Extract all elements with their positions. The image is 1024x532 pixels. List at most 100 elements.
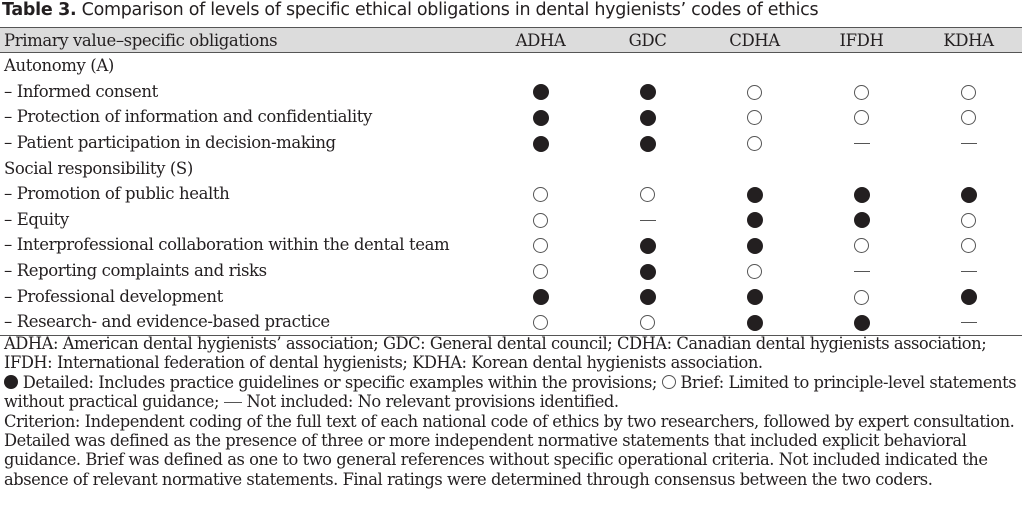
rating-cell bbox=[487, 258, 594, 284]
rating-cell bbox=[915, 283, 1022, 309]
detailed-dot-icon bbox=[853, 212, 870, 229]
table-row: – Reporting complaints and risks bbox=[0, 258, 1022, 284]
detailed-dot-icon bbox=[853, 186, 870, 203]
rating-cell bbox=[701, 258, 808, 284]
rating-cell bbox=[915, 130, 1022, 156]
obligation-label: – Equity bbox=[4, 209, 69, 229]
header-ifdh: IFDH bbox=[808, 27, 915, 53]
legend-detailed: Detailed: Includes practice guidelines o… bbox=[22, 372, 658, 392]
not-included-symbol-icon bbox=[223, 402, 242, 404]
footnotes: ADHA: American dental hygienists’ associ… bbox=[4, 334, 1020, 489]
detailed-symbol-icon bbox=[4, 374, 18, 389]
obligation-label: – Patient participation in decision-maki… bbox=[4, 133, 336, 153]
brief-symbol-icon bbox=[661, 374, 676, 389]
rating-cell bbox=[808, 207, 915, 233]
table-row: – Research- and evidence-based practice bbox=[0, 308, 1022, 336]
rating-cell bbox=[594, 308, 701, 336]
table-row: – Promotion of public health bbox=[0, 181, 1022, 207]
table-row: – Equity bbox=[0, 207, 1022, 233]
detailed-dot-icon bbox=[639, 237, 656, 254]
rating-cell bbox=[487, 308, 594, 336]
brief-circle-icon bbox=[747, 136, 762, 152]
table-row: – Professional development bbox=[0, 283, 1022, 309]
detailed-dot-icon bbox=[960, 289, 977, 306]
legend-note: Detailed: Includes practice guidelines o… bbox=[4, 373, 1020, 412]
detailed-dot-icon bbox=[746, 289, 763, 306]
detailed-dot-icon bbox=[639, 109, 656, 126]
legend-none: Not included: No relevant provisions ide… bbox=[246, 392, 619, 412]
rating-cell bbox=[915, 181, 1022, 207]
rating-cell bbox=[808, 283, 915, 309]
brief-circle-icon bbox=[640, 187, 655, 203]
rating-cell bbox=[808, 232, 915, 258]
rating-cell bbox=[808, 79, 915, 105]
brief-circle-icon bbox=[854, 110, 869, 126]
brief-circle-icon bbox=[747, 264, 762, 280]
group-row: Autonomy (A) bbox=[0, 53, 1022, 79]
not-included-dash-icon bbox=[960, 143, 977, 145]
not-included-dash-icon bbox=[853, 143, 870, 145]
detailed-dot-icon bbox=[639, 289, 656, 306]
obligation-label: – Promotion of public health bbox=[4, 184, 230, 204]
detailed-dot-icon bbox=[639, 135, 656, 152]
table-row: – Interprofessional collaboration within… bbox=[0, 232, 1022, 258]
rating-cell bbox=[915, 308, 1022, 336]
rating-cell bbox=[701, 283, 808, 309]
brief-circle-icon bbox=[854, 238, 869, 254]
table-title: Table 3. Comparison of levels of specifi… bbox=[2, 0, 819, 20]
rating-cell bbox=[594, 232, 701, 258]
rating-cell bbox=[487, 232, 594, 258]
detailed-dot-icon bbox=[532, 135, 549, 152]
table-row: – Informed consent bbox=[0, 79, 1022, 105]
obligation-label: – Protection of information and confiden… bbox=[4, 107, 372, 127]
rating-cell bbox=[808, 258, 915, 284]
header-kdha: KDHA bbox=[915, 27, 1022, 53]
detailed-dot-icon bbox=[532, 109, 549, 126]
abbreviation-note: ADHA: American dental hygienists’ associ… bbox=[4, 334, 987, 373]
rating-cell bbox=[594, 207, 701, 233]
rating-cell bbox=[808, 308, 915, 336]
detailed-dot-icon bbox=[532, 289, 549, 306]
obligation-label: – Informed consent bbox=[4, 81, 158, 101]
rating-cell bbox=[808, 104, 915, 130]
rating-cell bbox=[594, 283, 701, 309]
rating-cell bbox=[915, 79, 1022, 105]
brief-circle-icon bbox=[961, 212, 976, 228]
rating-cell bbox=[701, 79, 808, 105]
brief-circle-icon bbox=[747, 84, 762, 100]
header-cdha: CDHA bbox=[701, 27, 808, 53]
brief-circle-icon bbox=[854, 289, 869, 305]
rating-cell bbox=[915, 232, 1022, 258]
brief-circle-icon bbox=[961, 238, 976, 254]
detailed-dot-icon bbox=[639, 263, 656, 280]
rating-cell bbox=[808, 130, 915, 156]
not-included-dash-icon bbox=[639, 219, 656, 221]
rating-cell bbox=[594, 79, 701, 105]
not-included-dash-icon bbox=[960, 322, 977, 324]
rating-cell bbox=[701, 308, 808, 336]
detailed-dot-icon bbox=[532, 84, 549, 101]
rating-cell bbox=[594, 130, 701, 156]
rating-cell bbox=[915, 258, 1022, 284]
brief-circle-icon bbox=[961, 84, 976, 100]
rating-cell bbox=[487, 283, 594, 309]
not-included-dash-icon bbox=[960, 271, 977, 273]
rating-cell bbox=[701, 207, 808, 233]
table-row: – Protection of information and confiden… bbox=[0, 104, 1022, 130]
obligation-label: – Reporting complaints and risks bbox=[4, 261, 267, 281]
rating-cell bbox=[487, 79, 594, 105]
criterion-note: Criterion: Independent coding of the ful… bbox=[4, 411, 1015, 489]
rating-cell bbox=[594, 181, 701, 207]
rating-cell bbox=[594, 104, 701, 130]
detailed-dot-icon bbox=[853, 314, 870, 331]
rating-cell bbox=[487, 104, 594, 130]
brief-circle-icon bbox=[640, 315, 655, 331]
brief-circle-icon bbox=[854, 84, 869, 100]
legend-brief: Brief: Limited to principle-level statem… bbox=[4, 372, 1017, 412]
rating-cell bbox=[701, 181, 808, 207]
rating-cell bbox=[594, 258, 701, 284]
brief-circle-icon bbox=[533, 315, 548, 331]
rating-cell bbox=[701, 104, 808, 130]
